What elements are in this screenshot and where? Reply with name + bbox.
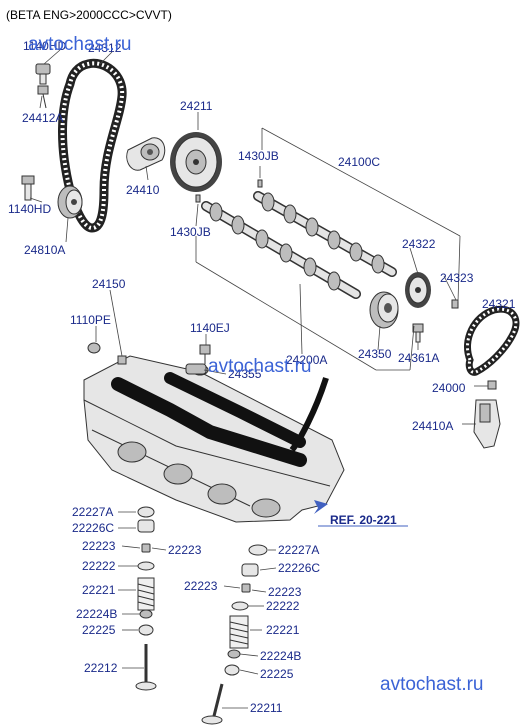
- bolt-24000: [487, 380, 497, 390]
- label-24100c: 24100C: [338, 155, 380, 169]
- leader-lines: [29, 49, 501, 709]
- pin-1430jb-top: [257, 179, 263, 188]
- label-22221-right: 22221: [266, 623, 300, 637]
- label-22223-right2: 22223: [268, 585, 302, 599]
- cvvt-assembly-24350: [369, 291, 399, 329]
- valve-stack-right: [201, 544, 268, 725]
- watermark-middle: avtochast.ru: [208, 356, 312, 377]
- label-24412a: 24412A: [22, 111, 63, 125]
- bolt-1140hd: [21, 175, 35, 201]
- label-1430jb-top: 1430JB: [238, 149, 279, 163]
- label-1140hd-top: 1140HD: [23, 39, 66, 53]
- label-24312: 24312: [88, 41, 122, 55]
- label-24322: 24322: [402, 237, 436, 251]
- label-1140hd: 1140HD: [8, 202, 51, 216]
- timing-belt: [58, 58, 127, 233]
- label-22224b-right: 22224B: [260, 649, 301, 663]
- timing-chain-24321: [464, 305, 520, 376]
- cam-sprocket-24322: [405, 272, 431, 308]
- bolt-24412a: [37, 85, 49, 109]
- label-24410a: 24410A: [412, 419, 453, 433]
- label-22227a-left: 22227A: [72, 505, 113, 519]
- label-22211: 22211: [250, 701, 283, 715]
- label-1110pe: 1110PE: [70, 313, 111, 327]
- label-24150: 24150: [92, 277, 126, 291]
- label-22212: 22212: [84, 661, 118, 675]
- label-22223-mid: 22223: [168, 543, 202, 557]
- label-24350: 24350: [358, 347, 392, 361]
- label-24810a: 24810A: [24, 243, 65, 257]
- label-22225-left: 22225: [82, 623, 116, 637]
- chain-tensioner-24410a: [473, 399, 501, 449]
- cylinder-head: [83, 355, 345, 523]
- reference-link[interactable]: REF. 20-221: [330, 513, 397, 527]
- bolt-1140ej: [199, 344, 211, 364]
- label-22221-left: 22221: [82, 583, 116, 597]
- watermark-top: avtochast.ru: [28, 34, 132, 55]
- label-24211: 24211: [180, 99, 213, 113]
- label-22223-left: 22223: [82, 539, 116, 553]
- label-22222-right: 22222: [266, 599, 300, 613]
- idler-24810a: [57, 185, 83, 219]
- bolt-1110pe: [87, 342, 101, 354]
- plug-24150: [117, 355, 127, 365]
- label-22226c-left: 22226C: [72, 521, 114, 535]
- label-24321: 24321: [482, 297, 516, 311]
- bolt-24361a: [412, 323, 424, 343]
- reference-arrow: [289, 377, 408, 527]
- camshaft-24200a: [201, 201, 361, 299]
- bolt-1140hd-top: [35, 63, 51, 85]
- label-1430jb: 1430JB: [170, 225, 211, 239]
- label-1140ej: 1140EJ: [190, 321, 230, 335]
- label-24361a: 24361A: [398, 351, 439, 365]
- label-24410: 24410: [126, 183, 160, 197]
- label-24000: 24000: [432, 381, 466, 395]
- label-22227a-right: 22227A: [278, 543, 319, 557]
- label-24323: 24323: [440, 271, 474, 285]
- valve-stack-left: [135, 506, 157, 691]
- label-22223-right: 22223: [184, 579, 218, 593]
- tensioner-24410: [126, 137, 166, 171]
- oil-control-valve-24355: [185, 363, 207, 375]
- label-22222-left: 22222: [82, 559, 116, 573]
- watermark-bottom: avtochast.ru: [380, 674, 484, 695]
- label-22224b-left: 22224B: [76, 607, 117, 621]
- bolt-24323: [451, 299, 459, 309]
- pin-1430jb: [195, 194, 201, 203]
- label-22225-right: 22225: [260, 667, 294, 681]
- label-24200a: 24200A: [286, 353, 327, 367]
- camshaft-24100c: [253, 191, 397, 277]
- diagram-header: (BETA ENG>2000CCC>CVVT): [6, 8, 172, 22]
- label-22226c-right: 22226C: [278, 561, 320, 575]
- label-24355: 24355: [228, 367, 262, 381]
- cam-sprocket-24211: [170, 132, 222, 192]
